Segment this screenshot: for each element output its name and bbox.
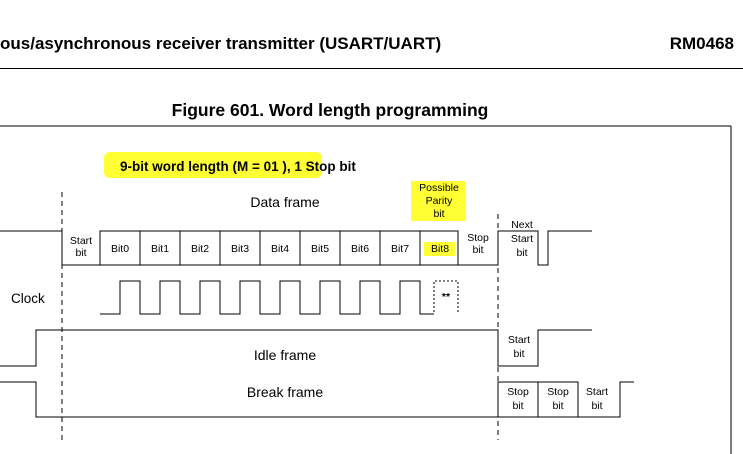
clock-signal [100, 280, 432, 315]
bit8-highlight [424, 242, 455, 256]
break-stop2-label-line2: bit [552, 400, 563, 412]
clock-label: Clock [11, 291, 45, 306]
config-title: 9-bit word length (M = 01 ), 1 Stop bit [120, 159, 356, 174]
start-bit-label-line1: Start [70, 235, 92, 247]
bit8-label: Bit8 [431, 243, 449, 255]
stop-bit-label-line2: bit [472, 244, 483, 256]
document-id: RM0468 [669, 34, 734, 53]
break-stop1-label-line2: bit [512, 400, 523, 412]
config-highlight [104, 152, 322, 178]
idle-frame-label: Idle frame [254, 347, 316, 363]
break-frame-label: Break frame [247, 384, 323, 400]
break-start-label-line2: bit [591, 400, 602, 412]
parity-note-line2: Parity [426, 195, 454, 207]
break-start-label-line1: Start [586, 386, 608, 398]
bit-label: Bit6 [351, 243, 369, 255]
idle-start-label-line2: bit [513, 348, 524, 360]
parity-note-highlight [411, 181, 466, 221]
next-start-label-line3: bit [516, 247, 527, 259]
bit-label: Bit3 [231, 243, 249, 255]
bit-label: Bit7 [391, 243, 409, 255]
next-start-label-line1: Next [511, 219, 533, 231]
data-frame-signal [0, 230, 592, 266]
figure-title: Figure 601. Word length programming [171, 100, 489, 120]
idle-frame-signal [0, 329, 592, 367]
bit-label: Bit0 [111, 243, 129, 255]
clock-optional-pulse [432, 280, 459, 315]
bit-label: Bit2 [191, 243, 209, 255]
break-stop1-label-line1: Stop [507, 386, 529, 398]
next-start-label-line2: Start [511, 233, 533, 245]
section-header-title: ous/asynchronous receiver transmitter (U… [0, 34, 442, 53]
bit-label: Bit4 [271, 243, 289, 255]
parity-note-line1: Possible [419, 182, 459, 194]
break-frame-signal [0, 381, 498, 418]
stop-bit-label-line1: Stop [467, 232, 489, 244]
parity-note-line3: bit [433, 208, 444, 220]
bit-label: Bit1 [151, 243, 169, 255]
header-divider [0, 68, 743, 69]
data-frame-label: Data frame [250, 194, 319, 210]
start-bit-label-line2: bit [75, 247, 86, 259]
bit-label: Bit5 [311, 243, 329, 255]
clock-marker: ** [442, 291, 451, 303]
idle-start-label-line1: Start [508, 334, 530, 346]
break-stop2-label-line1: Stop [547, 386, 569, 398]
